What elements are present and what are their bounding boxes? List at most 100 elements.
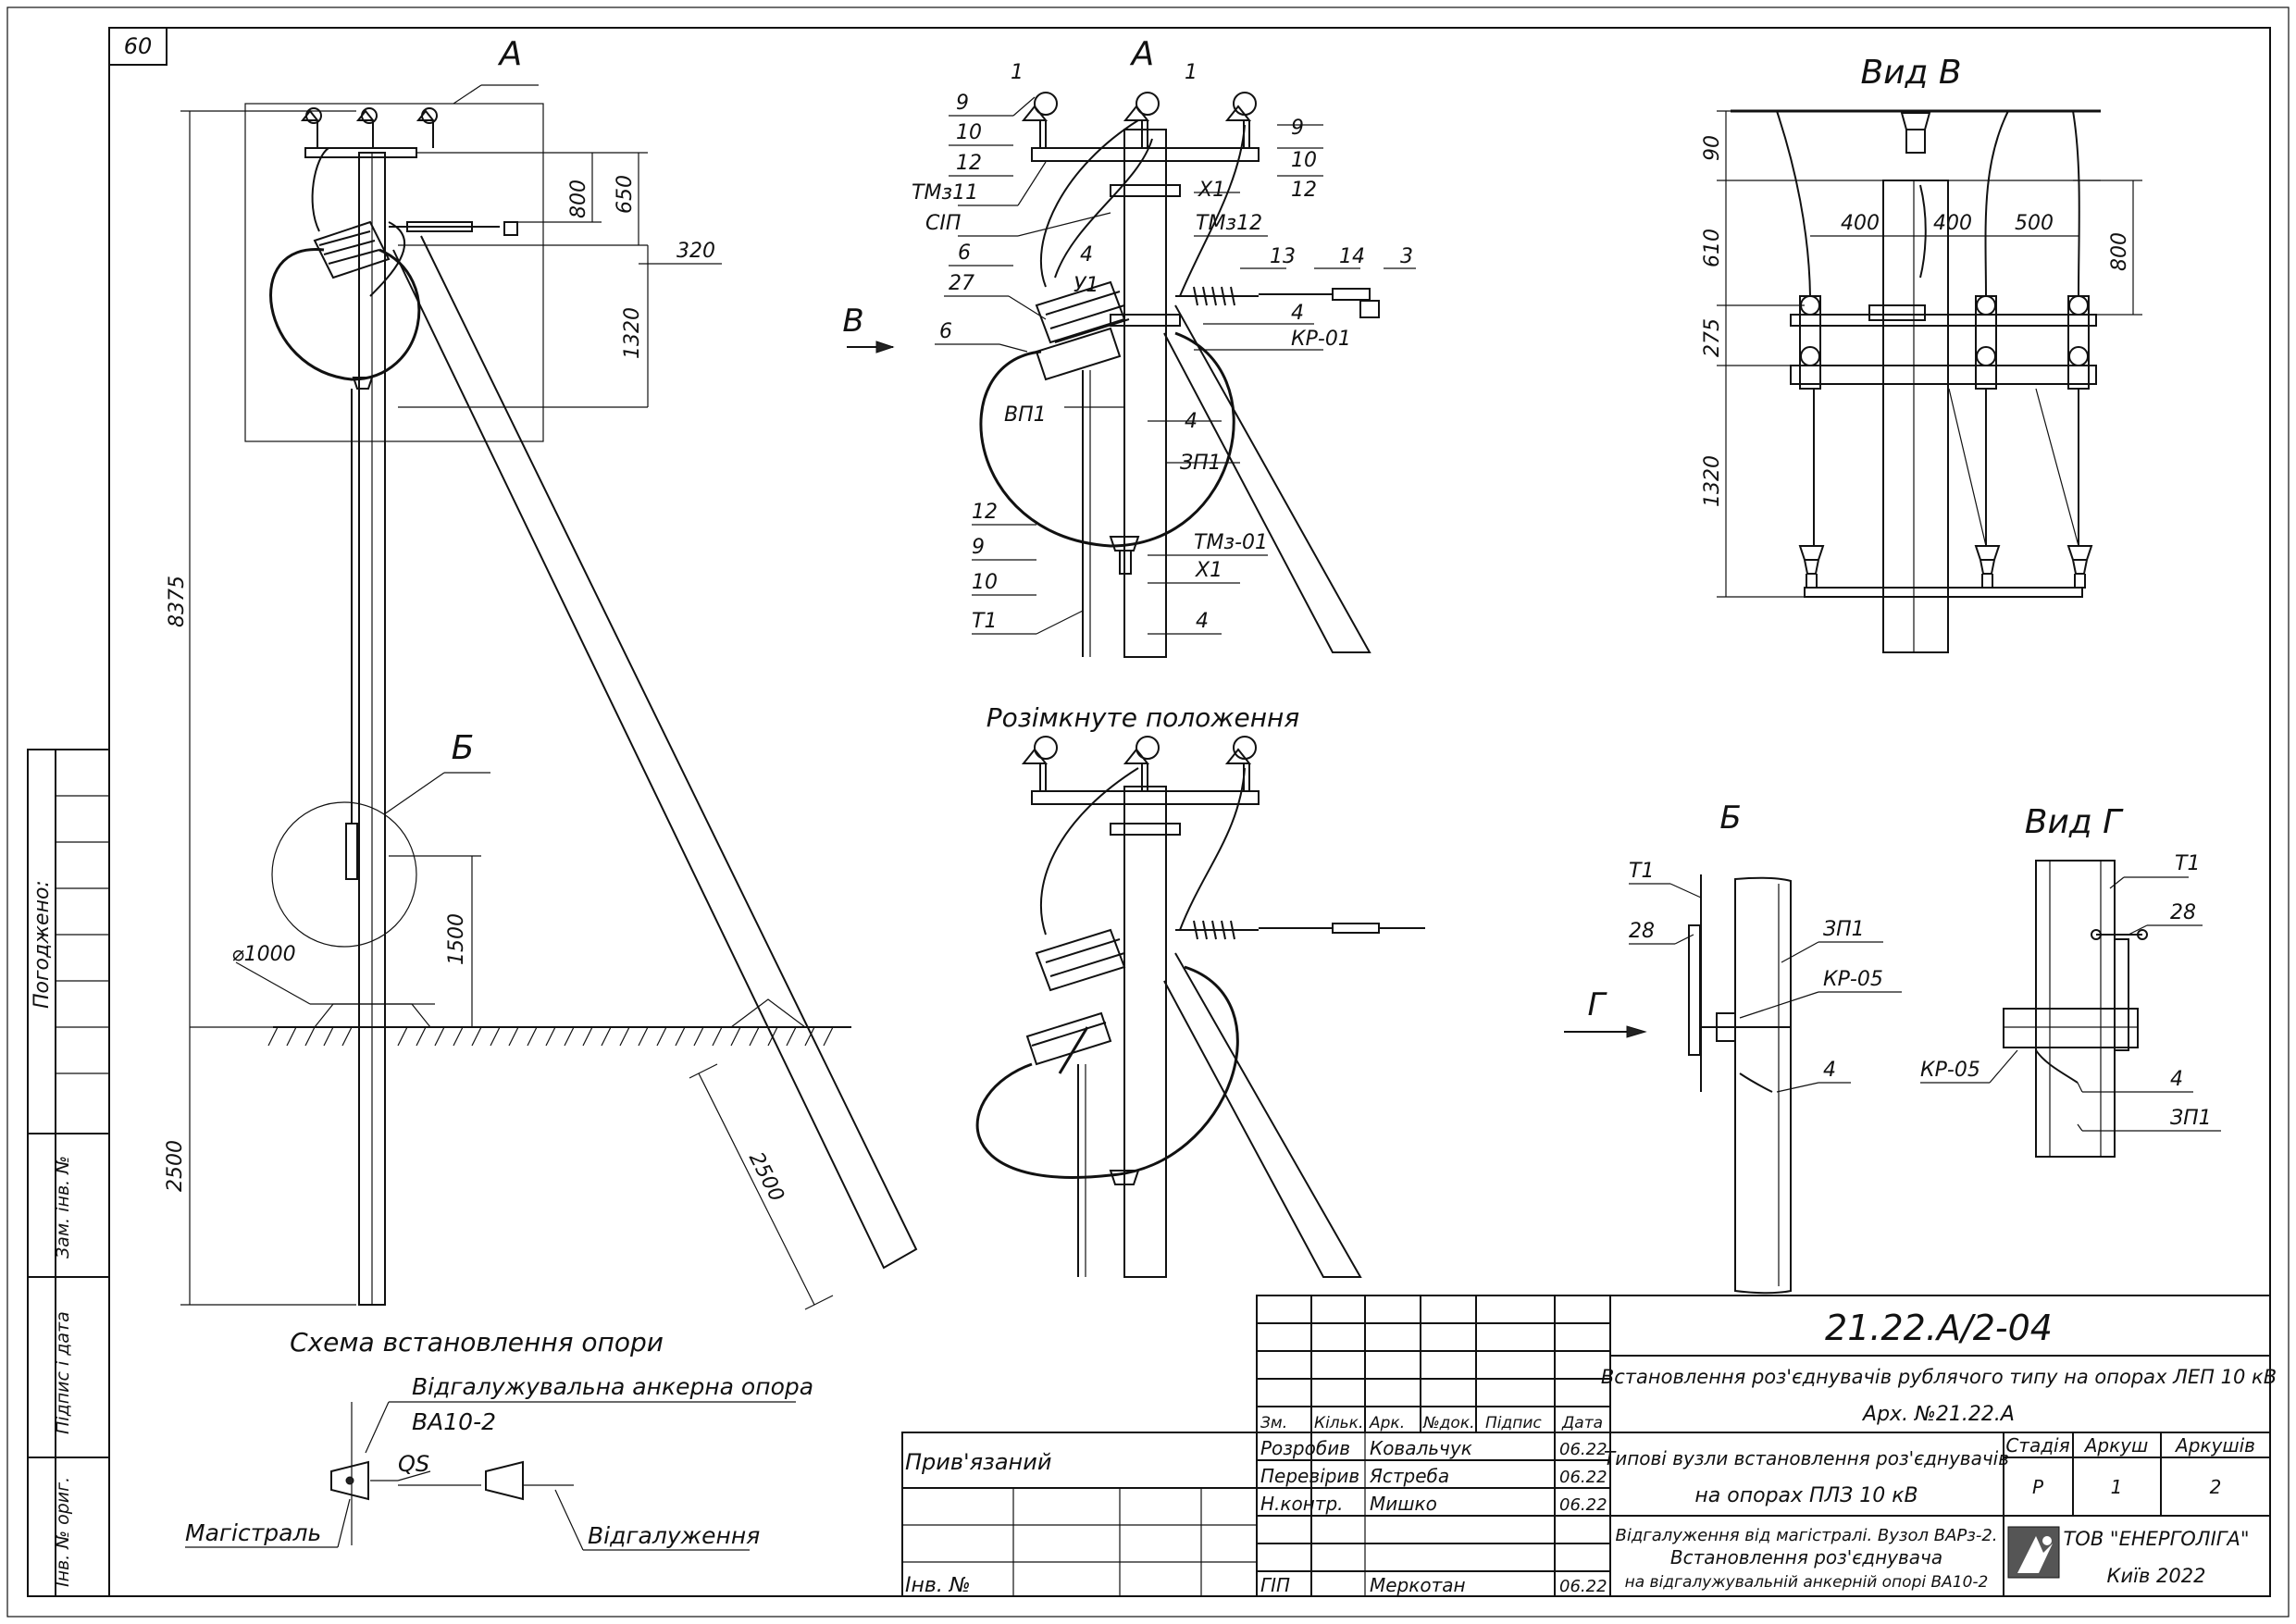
project-name: Встановлення роз'єднувачів рублячого тип… (1601, 1366, 2277, 1388)
dim-1500: 1500 (445, 913, 468, 965)
detail-b-zp1: ЗП1 (1823, 918, 1865, 941)
company-name: ТОВ "ЕНЕРГОЛІГА" (2063, 1528, 2249, 1550)
dim-320: 320 (676, 240, 715, 263)
detail-a: А (842, 35, 1416, 658)
view-g: Вид Г Т1 28 КР-05 4 ЗП1 (1920, 803, 2221, 1158)
outer-border (6, 6, 2290, 1618)
person-date-1: 06.22 (1559, 1468, 1607, 1487)
detail-b-circle (271, 801, 417, 948)
sheet-title-3: на відгалужувальній анкерній опорі ВА10-… (1625, 1573, 1989, 1592)
hdr-kilk: Кільк. (1314, 1414, 1363, 1432)
view-arrow-v: В (842, 303, 863, 340)
stage-value: Р (2032, 1476, 2044, 1498)
scheme-title: Схема встановлення опори (290, 1327, 664, 1357)
person-role-3: ГІП (1260, 1574, 1290, 1596)
label-6-upper: 6 (958, 242, 971, 265)
sheet-number: 60 (124, 33, 153, 59)
left-stamp: Погоджено: Зам. інв. № Підпис і дата Інв… (27, 749, 110, 1597)
label-6-lower: 6 (939, 320, 952, 343)
pole-view: А Б (164, 35, 918, 1310)
person-name-3: Меркотан (1370, 1574, 1466, 1596)
view-g-zp1: ЗП1 (2170, 1107, 2212, 1130)
dim-8375: 8375 (166, 576, 189, 627)
person-name-0: Ковальчук (1370, 1437, 1472, 1459)
detail-b: Б Т1 28 ЗП1 КР-05 4 Г (1564, 800, 1902, 1295)
sheets-value: 2 (2210, 1476, 2222, 1498)
label-12-left: 12 (956, 152, 982, 175)
dim-800: 800 (567, 180, 590, 218)
dim-275: 275 (1701, 318, 1724, 357)
detail-a-frame (244, 103, 544, 442)
label-kr01: КР-01 (1291, 328, 1351, 351)
scheme-branch-label: Відгалуження (588, 1522, 760, 1549)
label-tmz11: ТМз11 (912, 181, 978, 205)
hdr-ark: Арк. (1369, 1414, 1405, 1432)
sheet-number-box (108, 27, 168, 66)
stamp-sign-date: Підпис і дата (53, 1311, 73, 1434)
hdr-data: Дата (1561, 1414, 1603, 1432)
label-t1: Т1 (972, 610, 997, 633)
view-g-28: 28 (2170, 901, 2196, 924)
archive-number: Арх. №21.22.А (1861, 1403, 2015, 1426)
stamp-approved: Погоджено: (31, 880, 54, 1009)
person-role-1: Перевірив (1260, 1465, 1359, 1487)
scheme-main-label: Магістраль (185, 1519, 321, 1546)
label-sip: СІП (925, 212, 961, 235)
dim-1320: 1320 (621, 307, 644, 359)
stage-header: Стадія (2005, 1434, 2069, 1457)
hdr-ndok: №док. (1422, 1414, 1475, 1432)
label-3: 3 (1400, 245, 1413, 268)
scheme-anchor-code: ВА10-2 (412, 1408, 496, 1435)
open-position-title: Розімкнуте положення (987, 702, 1299, 733)
person-date-3: 06.22 (1559, 1577, 1607, 1596)
diameter-label: ⌀1000 (231, 943, 295, 966)
dim-1320-v: 1320 (1701, 455, 1724, 507)
label-u1: У1 (1074, 274, 1098, 297)
detail-b-4: 4 (1823, 1059, 1836, 1082)
label-12-right: 12 (1291, 179, 1317, 202)
person-date-0: 06.22 (1559, 1440, 1607, 1459)
person-date-2: 06.22 (1559, 1495, 1607, 1515)
label-9-left: 9 (956, 92, 969, 115)
section-a-label: А (498, 35, 523, 73)
person-name-2: Мишко (1370, 1493, 1437, 1515)
label-10-right: 10 (1291, 149, 1317, 172)
detail-b-t1: Т1 (1629, 860, 1654, 883)
open-position-view: Розімкнуте положення (975, 702, 1425, 1278)
dim-610: 610 (1701, 229, 1724, 267)
detail-b-title: Б (1719, 800, 1741, 837)
hdr-pidpys: Підпис (1485, 1414, 1542, 1432)
title-block: Прив'язаний Інв. № Зм. Кільк. Арк. №док.… (901, 1295, 2277, 1597)
sheets-header: Аркушів (2174, 1434, 2255, 1457)
detail-b-28: 28 (1629, 920, 1655, 943)
label-14: 14 (1339, 245, 1365, 268)
person-role-0: Розробив (1260, 1437, 1350, 1459)
label-4-top: 4 (1080, 243, 1093, 267)
label-10-bottom: 10 (972, 571, 998, 594)
view-g-kr05: КР-05 (1920, 1059, 1980, 1082)
label-4-mid: 4 (1291, 302, 1304, 325)
scheme-switch: QS (398, 1451, 429, 1477)
inv-label: Інв. № (905, 1574, 971, 1597)
label-1-left: 1 (1011, 61, 1024, 84)
section-b-label: Б (452, 729, 475, 767)
label-10-left: 10 (956, 121, 982, 144)
stage-title-1: Типові вузли встановлення роз'єднувачів (1604, 1447, 2009, 1469)
dim-90: 90 (1701, 135, 1724, 161)
hdr-zm: Зм. (1260, 1414, 1287, 1432)
company-logo (2007, 1526, 2060, 1579)
stamp-replaced-inv: Зам. інв. № (53, 1156, 73, 1258)
sheet-value: 1 (2111, 1476, 2123, 1498)
label-9-bottom: 9 (972, 536, 985, 559)
label-4-lower: 4 (1185, 410, 1198, 433)
label-x1-top: Х1 (1198, 179, 1225, 202)
label-27: 27 (949, 272, 974, 295)
label-tmz01: ТМз-01 (1194, 531, 1268, 554)
label-9-right: 9 (1291, 117, 1304, 140)
dim-400-a: 400 (1841, 212, 1880, 235)
label-1-right: 1 (1185, 61, 1198, 84)
stage-title-2: на опорах ПЛЗ 10 кВ (1694, 1484, 1917, 1507)
dim-650: 650 (614, 175, 637, 214)
stamp-inv-orig: Інв. № ориг. (53, 1477, 73, 1587)
